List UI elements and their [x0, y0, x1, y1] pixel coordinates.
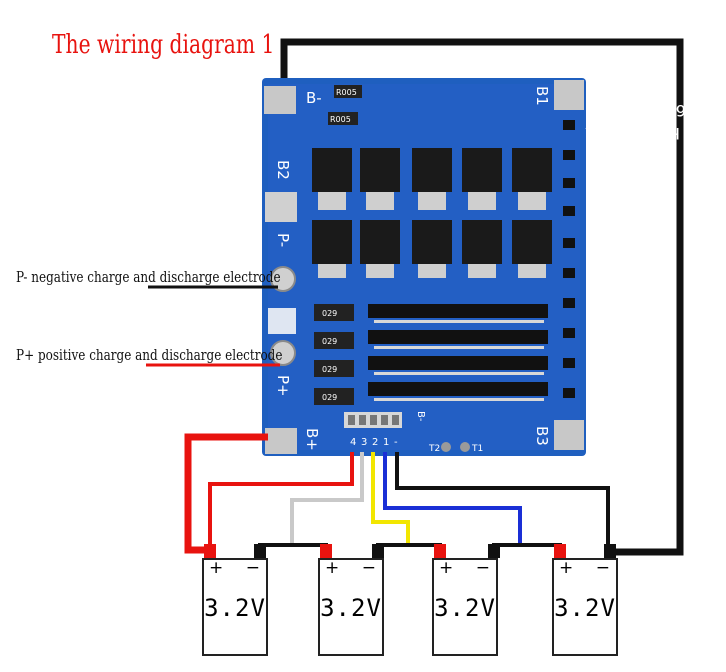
shunt-code-2: 029 — [322, 337, 337, 346]
battery-cell-4: + − 3.2V — [552, 558, 618, 656]
shunt-code-1: 029 — [322, 309, 337, 318]
text-p-minus: P- — [274, 233, 292, 247]
text-t2: T2 — [428, 444, 440, 454]
header-label-0: 4 — [350, 437, 356, 448]
header-label-3: 1 — [383, 437, 389, 448]
pad-b-plus — [265, 428, 297, 454]
shunt-code-4: 029 — [322, 393, 337, 402]
mosfet-tabs-2 — [318, 264, 546, 278]
b-minus-loop-wire — [280, 38, 684, 556]
pad-p-plus — [270, 340, 296, 366]
mosfet-tabs-1 — [318, 192, 546, 210]
battery-2-plus: + — [325, 558, 340, 578]
shunt-code-3: 029 — [322, 365, 337, 374]
battery-4-plus: + — [559, 558, 574, 578]
ic-pads — [374, 320, 544, 401]
right-smd-parts — [563, 120, 575, 398]
battery-cell-2: + − 3.2V — [318, 558, 384, 656]
ic-rows — [368, 304, 548, 396]
text-b1: B1 — [533, 86, 551, 106]
resistor-code-2: R005 — [330, 115, 351, 124]
resistor-code-1: R005 — [336, 88, 357, 97]
header-label-1: 3 — [361, 437, 367, 448]
header-label-2: 2 — [372, 437, 378, 448]
text-model: HX-4S-F30A — [585, 124, 680, 143]
battery-4-minus: − — [595, 558, 610, 578]
text-b3: B3 — [533, 426, 551, 446]
header-pins — [348, 415, 399, 425]
series-link-3 — [492, 543, 562, 558]
thermistor-t2 — [441, 442, 451, 452]
battery-1-voltage: 3.2V — [204, 594, 266, 622]
bms-board — [262, 78, 586, 456]
text-p-plus: P+ — [274, 375, 292, 397]
header-b3-wire — [290, 452, 364, 545]
pad-b1 — [554, 80, 584, 110]
battery-2-minus: − — [361, 558, 376, 578]
text-size: 56*48*4MM — [601, 101, 696, 120]
diagram-title: The wiring diagram 1 — [52, 30, 275, 60]
battery-3-voltage: 3.2V — [434, 594, 496, 622]
text-b-minus: B- — [306, 89, 322, 107]
battery-1-plus: + — [209, 558, 224, 578]
pad-b2 — [265, 192, 297, 222]
battery-2-voltage: 3.2V — [320, 594, 382, 622]
text-b-plus: B+ — [303, 428, 321, 451]
resistor-2 — [328, 112, 358, 125]
shunt-resistors — [314, 304, 354, 405]
pad-b-minus — [264, 86, 296, 114]
text-header-b-minus: B- — [415, 411, 426, 422]
battery-3-plus: + — [439, 558, 454, 578]
text-b2: B2 — [274, 160, 292, 180]
mosfet-row-1 — [312, 148, 552, 192]
series-link-1 — [258, 543, 328, 558]
header-b2-wire — [371, 452, 410, 545]
pad-p-minus — [270, 266, 296, 292]
header-label-4: - — [394, 437, 398, 448]
pad-grid — [268, 308, 296, 334]
text-t1: T1 — [471, 444, 483, 454]
pad-b3 — [554, 420, 584, 450]
battery-3-minus: − — [475, 558, 490, 578]
header-b1-wire — [383, 452, 522, 545]
header-b-plus-wire — [208, 452, 354, 550]
b-plus-main-wire — [184, 433, 268, 554]
battery-cell-1: + − 3.2V — [202, 558, 268, 656]
p-minus-label: P- negative charge and discharge electro… — [16, 268, 281, 286]
header-b-minus-wire — [395, 452, 610, 552]
mosfet-row-2 — [312, 220, 552, 264]
thermistor-t1 — [460, 442, 470, 452]
battery-1-minus: − — [245, 558, 260, 578]
p-plus-label: P+ positive charge and discharge electro… — [16, 346, 283, 364]
resistor-1 — [334, 85, 362, 98]
series-link-2 — [376, 543, 442, 558]
battery-terminals — [204, 544, 616, 558]
battery-4-voltage: 3.2V — [554, 594, 616, 622]
battery-cell-3: + − 3.2V — [432, 558, 498, 656]
